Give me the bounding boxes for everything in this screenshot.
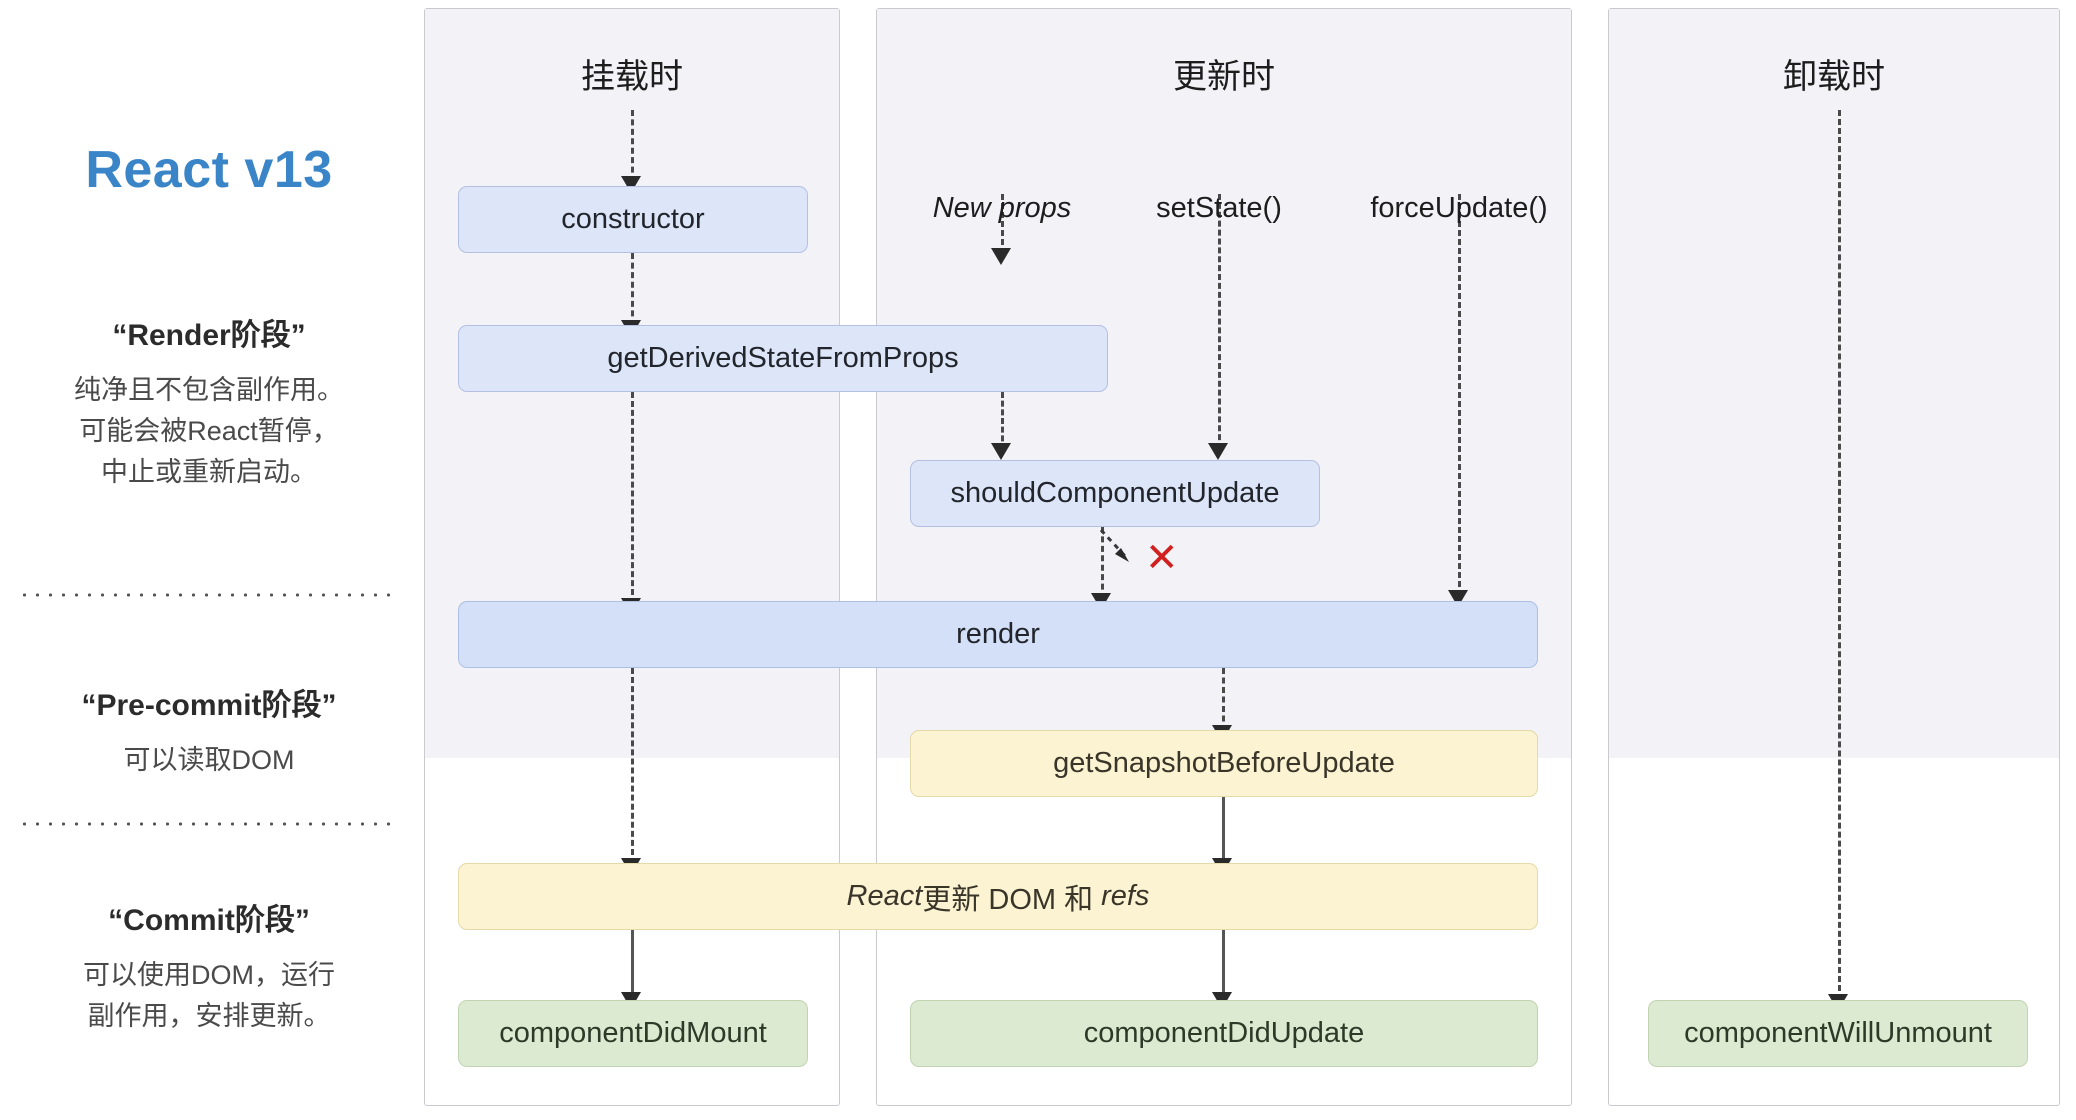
legend-divider-1 xyxy=(18,593,400,597)
trigger-set-state: setState() xyxy=(1156,192,1282,224)
connector-constructor-to-gdsfp xyxy=(631,253,634,326)
node-react-updates-dom-prefix: React xyxy=(846,880,923,912)
brand-title: React v13 xyxy=(85,141,333,199)
node-react-updates-dom-suffix: refs xyxy=(1101,880,1150,912)
legend-phase-render-title: “Render阶段” xyxy=(112,319,306,352)
node-component-will-unmount[interactable]: componentWillUnmount xyxy=(1648,1000,2028,1067)
connector-newprops xyxy=(1001,194,1004,254)
connector-gdsfp-to-scu-arrow xyxy=(991,443,1011,460)
legend-phase-render: “Render阶段” 纯净且不包含副作用。可能会被React暂停，中止或重新启动… xyxy=(0,310,418,493)
column-mounting-header: 挂载时 xyxy=(581,58,683,96)
trigger-new-props: New props xyxy=(932,192,1072,224)
node-react-updates-dom-and-refs[interactable]: React 更新 DOM 和 refs xyxy=(458,863,1538,930)
legend-phase-precommit-title: “Pre-commit阶段” xyxy=(81,689,337,722)
legend-phase-commit: “Commit阶段” 可以使用DOM，运行副作用，安排更新。 xyxy=(0,895,418,1037)
node-render[interactable]: render xyxy=(458,601,1538,668)
column-updating-header: 更新时 xyxy=(1173,58,1275,96)
legend-phase-commit-title: “Commit阶段” xyxy=(108,904,310,937)
abort-marker-icon: ✕ xyxy=(1145,536,1179,580)
node-get-derived-state-from-props[interactable]: getDerivedStateFromProps xyxy=(458,325,1108,392)
connector-setstate-arrow xyxy=(1208,443,1228,460)
node-should-component-update[interactable]: shouldComponentUpdate xyxy=(910,460,1320,527)
node-constructor[interactable]: constructor xyxy=(458,186,808,253)
connector-scu-to-render xyxy=(1101,527,1104,599)
column-unmounting-render-tint xyxy=(1609,9,2059,758)
connector-dom-to-didmount xyxy=(631,930,634,998)
connector-mount-entry xyxy=(631,110,634,182)
legend-divider-2 xyxy=(18,822,400,826)
connector-render-to-snapshot xyxy=(1222,668,1225,731)
legend-phase-commit-desc: 可以使用DOM，运行副作用，安排更新。 xyxy=(83,960,335,1032)
column-unmounting-header: 卸载时 xyxy=(1783,58,1885,96)
legend-phase-precommit-desc: 可以读取DOM xyxy=(123,745,295,775)
trigger-force-update: forceUpdate() xyxy=(1370,192,1548,224)
connector-gdsfp-to-render-mount xyxy=(631,392,634,604)
connector-render-to-dom-mount xyxy=(631,668,634,864)
legend-phase-render-desc: 纯净且不包含副作用。可能会被React暂停，中止或重新启动。 xyxy=(74,375,344,488)
connector-newprops-arrow xyxy=(991,248,1011,265)
column-unmounting: 卸载时 xyxy=(1608,8,2060,1106)
legend-column: React v13 “Render阶段” 纯净且不包含副作用。可能会被React… xyxy=(0,0,418,1120)
node-component-did-update[interactable]: componentDidUpdate xyxy=(910,1000,1538,1067)
connector-setstate xyxy=(1218,194,1221,449)
connector-scu-abort-branch xyxy=(1099,528,1129,562)
legend-phase-precommit: “Pre-commit阶段” 可以读取DOM xyxy=(0,680,418,781)
node-get-snapshot-before-update[interactable]: getSnapshotBeforeUpdate xyxy=(910,730,1538,797)
connector-snapshot-to-dom xyxy=(1222,797,1225,864)
connector-dom-to-didupdate xyxy=(1222,930,1225,998)
node-component-did-mount[interactable]: componentDidMount xyxy=(458,1000,808,1067)
connector-gdsfp-to-scu xyxy=(1001,392,1004,450)
connector-unmount xyxy=(1838,110,1841,1000)
connector-forceupdate xyxy=(1458,194,1461,596)
node-react-updates-dom-middle: 更新 DOM 和 xyxy=(922,883,1094,916)
